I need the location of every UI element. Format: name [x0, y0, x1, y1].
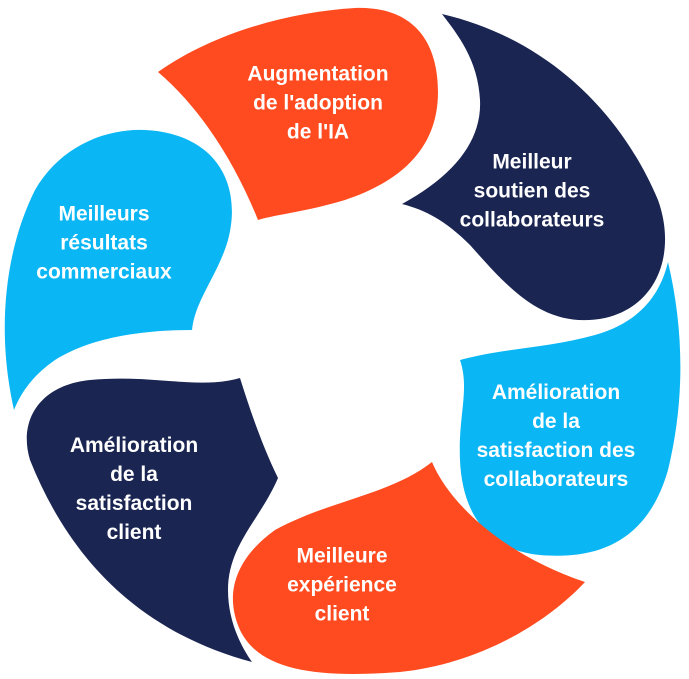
label-soutien-collaborateurs: Meilleur soutien des collaborateurs	[460, 148, 605, 235]
label-line: résultats	[60, 231, 148, 255]
label-line: Amélioration	[69, 434, 199, 457]
label-line: collaborateurs	[459, 208, 605, 232]
label-line: Augmentation	[247, 62, 389, 86]
label-line: soutien des	[473, 179, 591, 203]
label-line: commerciaux	[36, 260, 172, 284]
label-line: client	[314, 602, 370, 626]
label-line: client	[106, 521, 162, 544]
label-experience-client: Meilleure expérience client	[287, 542, 397, 629]
label-line: Meilleur	[492, 150, 572, 174]
label-line: Meilleurs	[58, 202, 150, 226]
label-adoption-ia: Augmentation de l'adoption de l'IA	[247, 60, 388, 147]
label-line: collaborateurs	[483, 468, 629, 491]
label-line: Meilleure	[296, 544, 388, 568]
segment-satisfaction-collaborateurs	[459, 262, 681, 556]
label-resultats-commerciaux: Meilleurs résultats commerciaux	[36, 200, 171, 287]
segment-satisfaction-client	[26, 378, 278, 662]
label-line: satisfaction	[75, 492, 193, 515]
label-satisfaction-collaborateurs: Amélioration de la satisfaction des coll…	[477, 378, 636, 494]
segment-resultats-commerciaux	[4, 129, 232, 410]
segment-experience-client	[232, 462, 586, 674]
label-line: satisfaction des	[476, 439, 636, 462]
segment-soutien-collaborateurs	[402, 14, 666, 321]
label-line: Amélioration	[491, 381, 621, 404]
label-line: expérience	[287, 573, 397, 597]
label-line: de l'IA	[286, 120, 350, 144]
label-line: de la	[532, 410, 580, 433]
label-satisfaction-client: Amélioration de la satisfaction client	[70, 431, 198, 547]
label-line: de la	[110, 463, 158, 486]
label-line: de l'adoption	[253, 91, 383, 115]
segment-adoption-ia	[158, 7, 438, 221]
